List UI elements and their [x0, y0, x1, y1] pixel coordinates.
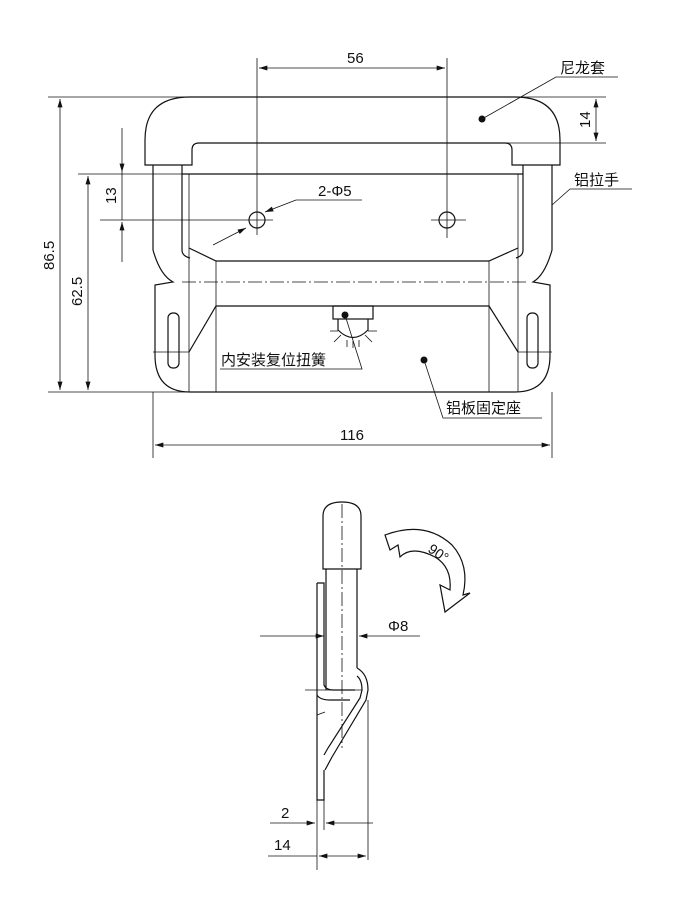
handle-leg-right-inner [515, 165, 524, 259]
handle-leg-left [152, 165, 191, 393]
nylon-grip [144, 96, 561, 166]
dim-hole-spacing: 56 [347, 50, 364, 67]
dim-plate-thickness: 2 [281, 805, 289, 822]
dim-rod-diameter: Φ8 [388, 618, 408, 635]
handle-leg-left-inner [181, 165, 191, 259]
hole-callout: 2-Φ5 [318, 183, 352, 200]
label-aluminum-handle: 铝拉手 [574, 172, 619, 189]
dim-width-total: 116 [340, 427, 364, 444]
dim-depth: 14 [274, 837, 291, 854]
side-view: 90° Φ8 2 14 [260, 501, 471, 870]
spring-icon [330, 305, 377, 348]
label-base-plate: 铝板固定座 [446, 399, 521, 417]
mounting-hole-right [431, 202, 466, 238]
mounting-hole-left [243, 205, 273, 235]
front-view: 2-Φ5 56 116 86.5 62.5 13 14 尼龙 [41, 50, 632, 458]
dim-height-plate: 62.5 [69, 277, 86, 306]
nylon-grip-side [322, 501, 362, 570]
handle-leg-right [514, 165, 553, 393]
dim-hole-offset: 13 [103, 187, 120, 204]
label-nylon-sleeve: 尼龙套 [560, 60, 605, 77]
slot-left [167, 312, 180, 369]
dim-grip-height: 14 [577, 111, 594, 128]
rotation-arrow-icon: 90° [384, 528, 471, 614]
rotation-angle: 90° [425, 540, 452, 565]
label-torsion-spring: 内安装复位扭簧 [221, 351, 326, 369]
slot-right [526, 312, 539, 369]
dim-height-total: 86.5 [41, 241, 58, 270]
